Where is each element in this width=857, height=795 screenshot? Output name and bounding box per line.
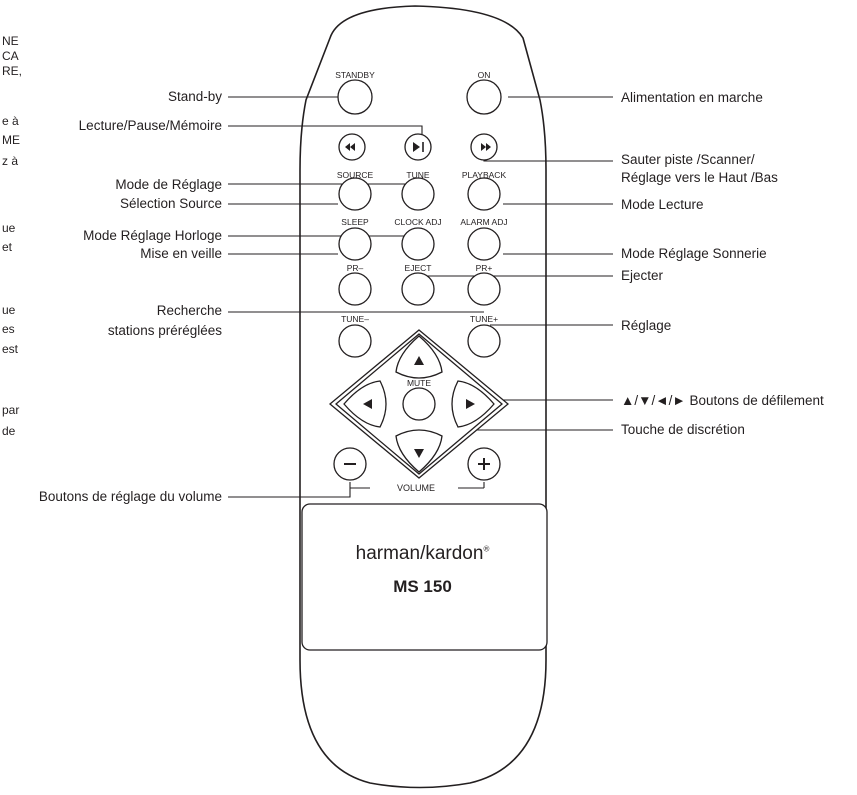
tune-minus-button[interactable] [338, 324, 372, 358]
source-button[interactable] [338, 177, 372, 211]
callout-alarm-mode: Mode Réglage Sonnerie [621, 246, 767, 261]
right-arrow-icon [466, 399, 475, 409]
cutoff-text: NE [2, 34, 19, 48]
mute-button[interactable] [402, 387, 436, 421]
callout-preset-search: stations préréglées [107, 323, 222, 338]
plus-icon [478, 458, 490, 470]
callout-volume: Boutons de réglage du volume [38, 489, 222, 504]
direction-pad [328, 329, 510, 479]
brand-logo: harman/kardon® [355, 543, 490, 564]
sleep-button[interactable] [338, 227, 372, 261]
pr-minus-button[interactable] [338, 272, 372, 306]
tune-minus-label: TUNE– [341, 314, 369, 324]
cutoff-text: de [2, 424, 16, 438]
alarm-adj-button[interactable] [467, 227, 501, 261]
cutoff-text: par [2, 403, 20, 417]
source-label: SOURCE [336, 170, 374, 180]
callout-clock-mode: Mode Réglage Horloge [83, 228, 222, 243]
playback-button[interactable] [467, 177, 501, 211]
callout-eject: Ejecter [621, 268, 664, 283]
tune-label: TUNE [406, 170, 430, 180]
callout-skip: Réglage vers le Haut /Bas [621, 170, 778, 185]
cutoff-text: RE, [2, 64, 23, 78]
callout-play-pause: Lecture/Pause/Mémoire [78, 118, 222, 133]
callout-source-select: Sélection Source [119, 196, 222, 211]
pr-minus-label: PR– [346, 263, 364, 273]
callout-standby: Stand-by [167, 89, 222, 104]
direction-arrows [363, 356, 475, 458]
cutoff-text: z à [2, 154, 19, 168]
down-arrow-icon [414, 449, 424, 458]
pr-plus-button[interactable] [467, 272, 501, 306]
cutoff-text: ME [2, 133, 20, 147]
left-arrow-icon [363, 399, 372, 409]
clock-adj-label: CLOCK ADJ [394, 217, 442, 227]
callout-preset-search: Recherche [156, 303, 222, 318]
callout-skip: Sauter piste /Scanner/ [621, 152, 755, 167]
standby-label: STANDBY [335, 70, 375, 80]
callout-power-on: Alimentation en marche [621, 90, 763, 105]
cutoff-text: ue [2, 303, 16, 317]
up-arrow-icon [414, 356, 424, 365]
callout-playback-mode: Mode Lecture [621, 197, 704, 212]
callout-sleep: Mise en veille [140, 246, 222, 261]
callout-tune-mode: Mode de Réglage [115, 177, 222, 192]
playback-label: PLAYBACK [461, 170, 507, 180]
brand-panel [301, 503, 548, 651]
volume-label: VOLUME [393, 483, 440, 493]
callout-tuning: Réglage [621, 318, 672, 333]
play-pause-icon [413, 142, 424, 152]
eject-label: EJECT [404, 263, 432, 273]
cutoff-text: est [2, 342, 19, 356]
cutoff-text: et [2, 240, 13, 254]
tune-plus-label: TUNE+ [469, 314, 499, 324]
on-button[interactable] [466, 79, 502, 115]
callout-nav-buttons: ▲/▼/◄/► Boutons de défilement [621, 393, 824, 408]
on-label: ON [477, 70, 491, 80]
pr-plus-label: PR+ [475, 263, 493, 273]
sleep-label: SLEEP [341, 217, 369, 227]
clock-adj-button[interactable] [401, 227, 435, 261]
alarm-adj-label: ALARM ADJ [460, 217, 508, 227]
callout-mute: Touche de discrétion [621, 422, 745, 437]
cutoff-text: ue [2, 221, 16, 235]
cutoff-text: CA [2, 49, 19, 63]
cutoff-text: es [2, 322, 15, 336]
model-name: MS 150 [393, 577, 452, 596]
cutoff-text: e à [2, 114, 19, 128]
eject-button[interactable] [401, 272, 435, 306]
tune-button[interactable] [401, 177, 435, 211]
tune-plus-button[interactable] [467, 324, 501, 358]
standby-button[interactable] [337, 79, 373, 115]
mute-label: MUTE [406, 378, 432, 388]
